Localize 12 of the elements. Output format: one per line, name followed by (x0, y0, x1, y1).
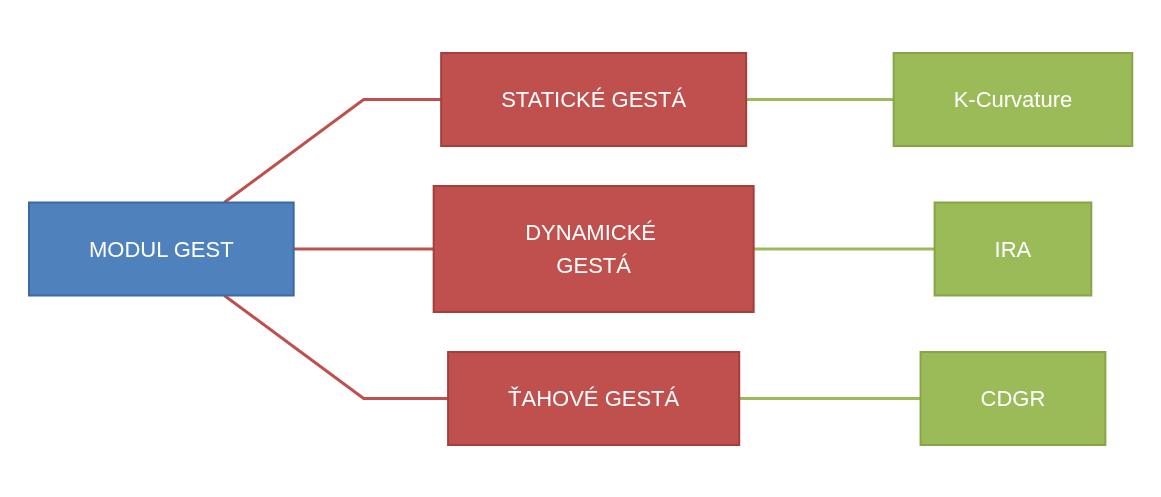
node-box: CDGR (919, 350, 1107, 446)
node-box: K-Curvature (892, 51, 1134, 147)
connector (746, 97, 894, 101)
connector (739, 396, 921, 400)
connector (753, 247, 935, 250)
node-box: MODUL GEST (27, 201, 295, 296)
connector (223, 97, 442, 204)
node-box: ŤAHOVÉ GESTÁ (446, 350, 741, 446)
connector (293, 247, 434, 250)
node-box: IRA (933, 201, 1093, 296)
node-box: DYNAMICKÉ GESTÁ (432, 184, 755, 313)
node-box: STATICKÉ GESTÁ (440, 51, 748, 147)
